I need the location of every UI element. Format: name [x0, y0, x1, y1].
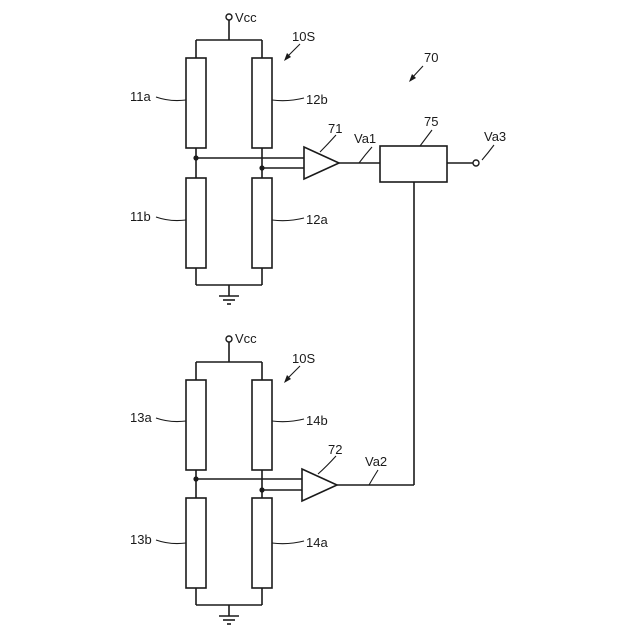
processing-block [380, 146, 479, 485]
label-va1: Va1 [354, 131, 376, 146]
resistor-14a [252, 498, 272, 588]
resistor-11a [186, 58, 206, 148]
label-10s-top: 10S [292, 29, 315, 44]
va3-terminal [473, 160, 479, 166]
amplifier-72 [302, 469, 337, 501]
vcc-terminal-bottom [226, 336, 232, 342]
label-10s-bottom: 10S [292, 351, 315, 366]
label-va2: Va2 [365, 454, 387, 469]
label-12b: 12b [306, 92, 328, 107]
label-13a: 13a [130, 410, 152, 425]
resistor-13a [186, 380, 206, 470]
bottom-bridge [186, 336, 414, 624]
label-vcc-top: Vcc [235, 10, 257, 25]
label-70: 70 [424, 50, 438, 65]
label-13b: 13b [130, 532, 152, 547]
label-14b: 14b [306, 413, 328, 428]
vcc-terminal-top [226, 14, 232, 20]
top-bridge [186, 14, 380, 304]
resistor-11b [186, 178, 206, 268]
resistor-14b [252, 380, 272, 470]
label-14a: 14a [306, 535, 328, 550]
label-va3: Va3 [484, 129, 506, 144]
label-11a: 11a [130, 89, 151, 104]
label-11b: 11b [130, 209, 151, 224]
label-75: 75 [424, 114, 438, 129]
resistor-12b [252, 58, 272, 148]
resistor-13b [186, 498, 206, 588]
resistor-12a [252, 178, 272, 268]
ground-icon-top [219, 296, 239, 304]
label-72: 72 [328, 442, 342, 457]
block-75 [380, 146, 447, 182]
label-71: 71 [328, 121, 342, 136]
label-12a: 12a [306, 212, 328, 227]
amplifier-71 [304, 147, 339, 179]
ground-icon-bottom [219, 616, 239, 624]
label-vcc-bottom: Vcc [235, 331, 257, 346]
